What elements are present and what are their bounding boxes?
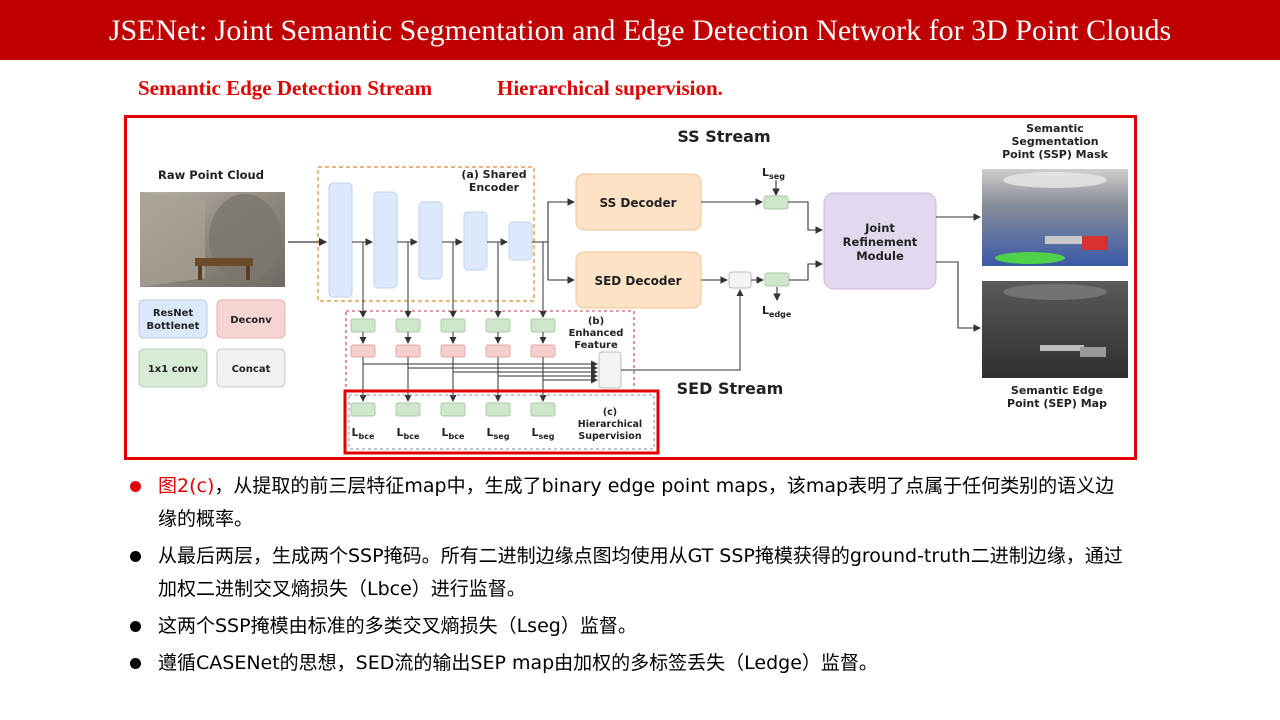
svg-text:Concat: Concat	[232, 364, 271, 375]
bullet-item-3: 这两个SSP掩模由标准的多类交叉熵损失（Lseg）监督。	[130, 610, 1130, 643]
raw-point-cloud-image	[140, 192, 285, 287]
shared-encoder-label: (a) Shared	[461, 168, 526, 181]
svg-text:Point (SEP) Map: Point (SEP) Map	[1007, 397, 1107, 410]
ssp-mask-image	[982, 169, 1128, 266]
enhanced-feature-blocks	[350, 318, 556, 358]
ss-stream-label: SS Stream	[677, 127, 770, 146]
svg-text:1x1 conv: 1x1 conv	[148, 364, 199, 375]
encoder-block-3	[418, 201, 443, 280]
encoder-block-4	[463, 211, 488, 271]
figure-frame	[124, 115, 1137, 460]
hierarchical-supervision-box	[348, 394, 655, 450]
shared-encoder-box	[317, 166, 535, 302]
legend-resnet: ResNet Bottlenet	[138, 299, 208, 339]
encoder-block-5	[508, 221, 533, 261]
sep-map-title: Semantic Edge	[1011, 384, 1103, 397]
bullet-dot-icon	[130, 621, 141, 632]
bullet-item-4: 遵循CASENet的思想，SED流的输出SEP map由加权的多标签丢失（Led…	[130, 647, 1130, 680]
sed-decoder-block: SED Decoder	[575, 251, 702, 309]
svg-text:Segmentation: Segmentation	[1011, 135, 1098, 148]
encoder-block-1	[328, 182, 353, 298]
svg-text:Enhanced: Enhanced	[569, 328, 624, 339]
jsenet-architecture-diagram: SS Stream SED Stream Raw Point Cloud Res…	[138, 122, 1128, 455]
svg-text:Supervision: Supervision	[578, 431, 641, 442]
ss-decoder-block: SS Decoder	[575, 173, 702, 231]
figure-reference: 图2(c)	[158, 475, 215, 497]
svg-text:Point (SSP) Mask: Point (SSP) Mask	[1002, 148, 1109, 161]
svg-text:Encoder: Encoder	[469, 181, 520, 194]
svg-text:Feature: Feature	[574, 340, 618, 351]
svg-text:Module: Module	[856, 249, 904, 263]
ssp-mask-title: Semantic	[1026, 122, 1084, 135]
svg-text:SED Decoder: SED Decoder	[594, 274, 681, 288]
bullet-dot-icon	[130, 481, 141, 492]
svg-text:SS Decoder: SS Decoder	[599, 196, 676, 210]
svg-text:ResNet: ResNet	[153, 308, 194, 319]
l-seg-label: Lseg	[762, 166, 785, 181]
supervision-conv-blocks	[350, 402, 556, 417]
title-bar: JSENet: Joint Semantic Segmentation and …	[0, 0, 1280, 60]
svg-text:Bottlenet: Bottlenet	[147, 321, 200, 332]
bullet-item-1: 图2(c)，从提取的前三层特征map中，生成了binary edge point…	[130, 470, 1130, 536]
legend-concat: Concat	[216, 348, 286, 388]
subheading-supervision: Hierarchical supervision.	[497, 76, 723, 100]
loss-label-4: Lseg	[487, 426, 510, 441]
bullet-item-2: 从最后两层，生成两个SSP掩码。所有二进制边缘点图均使用从GT SSP掩模获得的…	[130, 540, 1130, 606]
bullet-text-2: 从最后两层，生成两个SSP掩码。所有二进制边缘点图均使用从GT SSP掩模获得的…	[158, 545, 1123, 600]
slide-title: JSENet: Joint Semantic Segmentation and …	[108, 14, 1172, 47]
hierarchical-supervision-highlight	[343, 389, 660, 455]
sed-stream-label: SED Stream	[677, 379, 784, 398]
sep-map-image	[982, 281, 1128, 378]
raw-point-cloud-label: Raw Point Cloud	[158, 168, 264, 182]
enhanced-concat-block	[598, 351, 622, 389]
ss-conv-block	[763, 195, 789, 210]
loss-label-5: Lseg	[532, 426, 555, 441]
sed-conv-block	[764, 272, 790, 287]
loss-label-3: Lbce	[442, 426, 465, 441]
loss-label-2: Lbce	[397, 426, 420, 441]
bullet-dot-icon	[130, 658, 141, 669]
enhanced-feature-label: (b)	[588, 316, 604, 327]
bullet-text-1: ，从提取的前三层特征map中，生成了binary edge point maps…	[158, 475, 1115, 530]
loss-label-1: Lbce	[352, 426, 375, 441]
bullet-text-3: 这两个SSP掩模由标准的多类交叉熵损失（Lseg）监督。	[158, 615, 637, 637]
legend-deconv: Deconv	[216, 299, 286, 339]
bullet-dot-icon	[130, 551, 141, 562]
svg-text:Hierarchical: Hierarchical	[578, 419, 642, 430]
legend-1x1-conv: 1x1 conv	[138, 348, 208, 388]
hierarchical-supervision-label: (c)	[603, 407, 617, 418]
encoder-block-2	[373, 191, 398, 289]
l-edge-label: Ledge	[762, 304, 792, 319]
svg-text:Deconv: Deconv	[230, 315, 272, 326]
subheading-stream: Semantic Edge Detection Stream	[138, 76, 433, 100]
bullet-list: 图2(c)，从提取的前三层特征map中，生成了binary edge point…	[130, 470, 1130, 684]
joint-refinement-module: Joint Refinement Module	[823, 192, 937, 290]
svg-text:Refinement: Refinement	[843, 235, 918, 249]
sed-concat-block	[728, 271, 752, 289]
bullet-text-4: 遵循CASENet的思想，SED流的输出SEP map由加权的多标签丢失（Led…	[158, 652, 878, 674]
svg-text:Joint: Joint	[864, 221, 895, 235]
